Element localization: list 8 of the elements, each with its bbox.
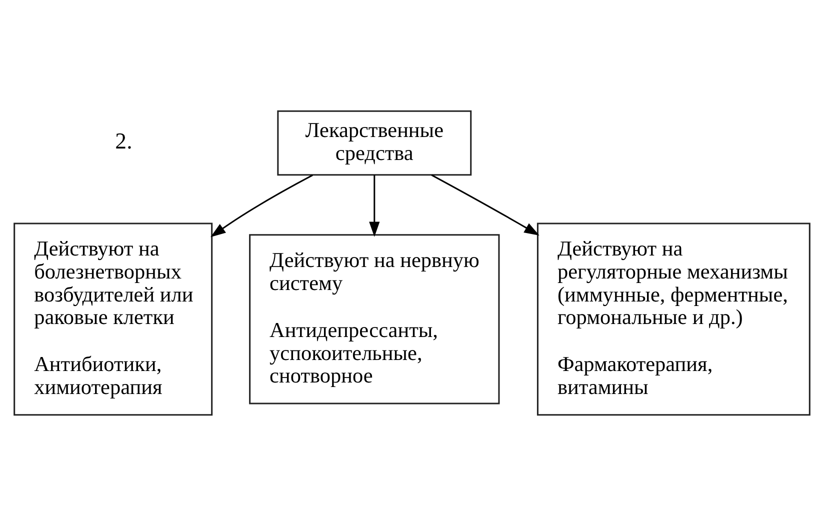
node-box: Действуют на болезнетворных возбудителей или раковые клетки Антибиотики, химиотерапия: [14, 222, 213, 416]
arrow: [369, 175, 380, 237]
arrow: [210, 174, 313, 238]
node-box: Действуют на нервную систему Антидепрессанты, успокоительные, снотворное: [249, 234, 500, 404]
node-box: Лекарственные средства: [277, 110, 472, 176]
arrow: [431, 174, 540, 236]
node-box: Действуют на регуляторные механизмы (иммунные, ферментные, гормональные и др.) Фармакотерапия, витамины: [536, 222, 810, 416]
label: 2.: [115, 128, 132, 154]
